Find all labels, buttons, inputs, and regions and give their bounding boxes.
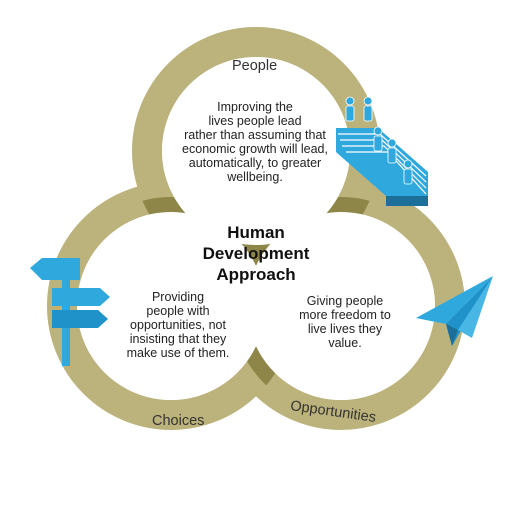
signpost-icon <box>30 258 110 366</box>
choices-label: Choices <box>152 413 205 429</box>
paper-plane-icon <box>416 276 493 346</box>
people-stairs-icon <box>336 96 428 206</box>
choices-description: Providing people with opportunities, not… <box>126 290 230 360</box>
opportunities-description: Giving people more freedom to live lives… <box>299 294 391 350</box>
people-label: People <box>232 58 278 74</box>
center-title: Human Development Approach <box>202 223 310 284</box>
people-description: Improving the lives people lead rather t… <box>182 100 328 184</box>
